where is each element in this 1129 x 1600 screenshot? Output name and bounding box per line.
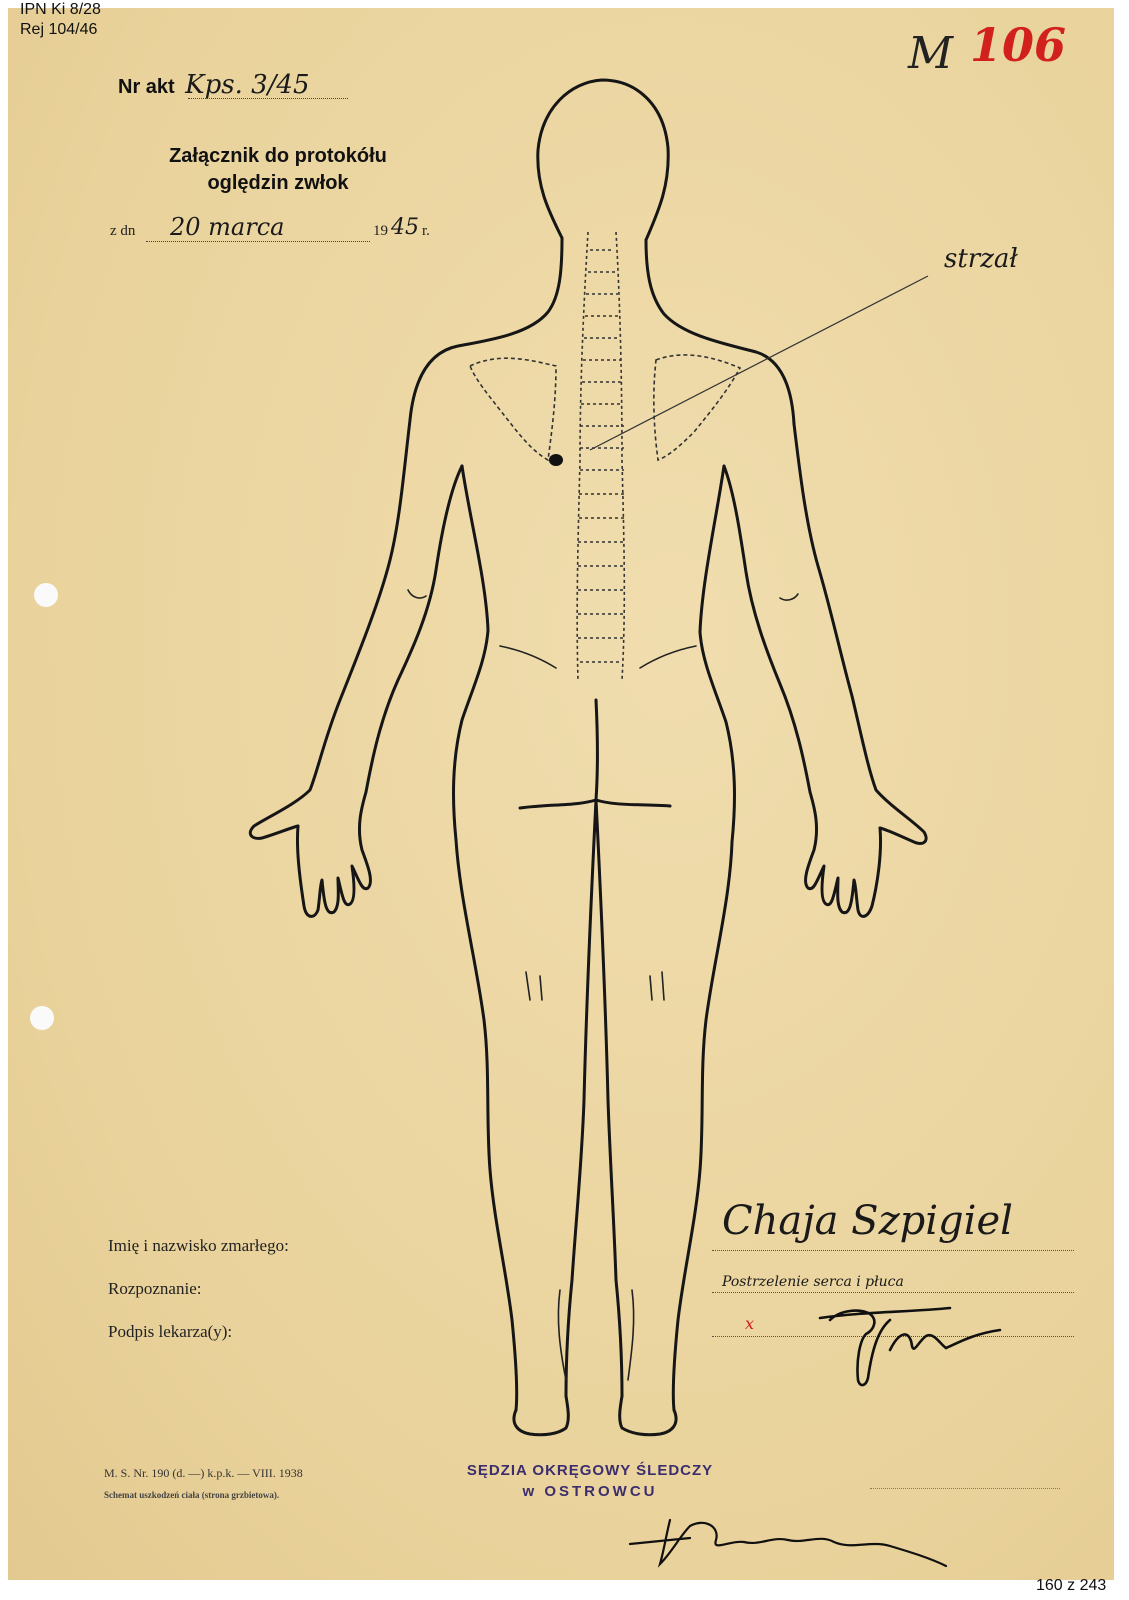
right-arm-inner xyxy=(724,466,810,792)
left-foot xyxy=(514,1396,568,1435)
right-leg-inner xyxy=(596,800,622,1396)
right-hand xyxy=(806,792,881,916)
right-foot xyxy=(620,1396,676,1435)
left-scapula xyxy=(470,358,556,460)
head-outline xyxy=(538,80,668,240)
right-scapula xyxy=(654,355,740,460)
judge-signature xyxy=(620,1500,950,1580)
gluteal-cleft xyxy=(596,700,598,800)
stamp-line-2: w OSTROWCU xyxy=(440,1483,740,1500)
left-leg-inner xyxy=(566,800,596,1396)
signature-label: Podpis lekarza(y): xyxy=(108,1322,232,1342)
official-stamp: SĘDZIA OKRĘGOWY ŚLEDCZY w OSTROWCU xyxy=(440,1462,740,1500)
doctor-signature xyxy=(800,1290,1030,1400)
right-torso xyxy=(700,466,734,842)
name-value: Chaja Szpigiel xyxy=(722,1198,1013,1244)
left-arm-inner xyxy=(366,466,462,792)
left-hand xyxy=(297,792,370,916)
printer-mark xyxy=(870,1488,1060,1489)
name-label: Imię i nazwisko zmarłego: xyxy=(108,1236,289,1256)
left-torso xyxy=(454,466,488,840)
right-arm-outer xyxy=(794,424,926,844)
form-reference: M. S. Nr. 190 (d. —) k.p.k. — VIII. 1938 xyxy=(104,1466,303,1481)
diagnosis-label: Rozpoznanie: xyxy=(108,1279,201,1299)
left-leg-outer xyxy=(456,840,517,1410)
spine-outline-right xyxy=(616,232,624,680)
stamp-line-1: SĘDZIA OKRĘGOWY ŚLEDCZY xyxy=(440,1462,740,1479)
left-arm-outer xyxy=(250,420,410,838)
form-description: Schemat uszkodzeń ciała (strona grzbieto… xyxy=(104,1490,279,1500)
spine-outline-left xyxy=(577,232,588,680)
wound-marker xyxy=(549,454,563,466)
right-shoulder xyxy=(646,240,794,424)
annotation-pointer xyxy=(590,276,928,450)
signature-mark: x xyxy=(745,1314,754,1333)
page-counter: 160 z 243 xyxy=(1036,1577,1106,1595)
diagnosis-value: Postrzelenie serca i płuca xyxy=(722,1274,904,1290)
right-leg-outer xyxy=(673,842,732,1410)
